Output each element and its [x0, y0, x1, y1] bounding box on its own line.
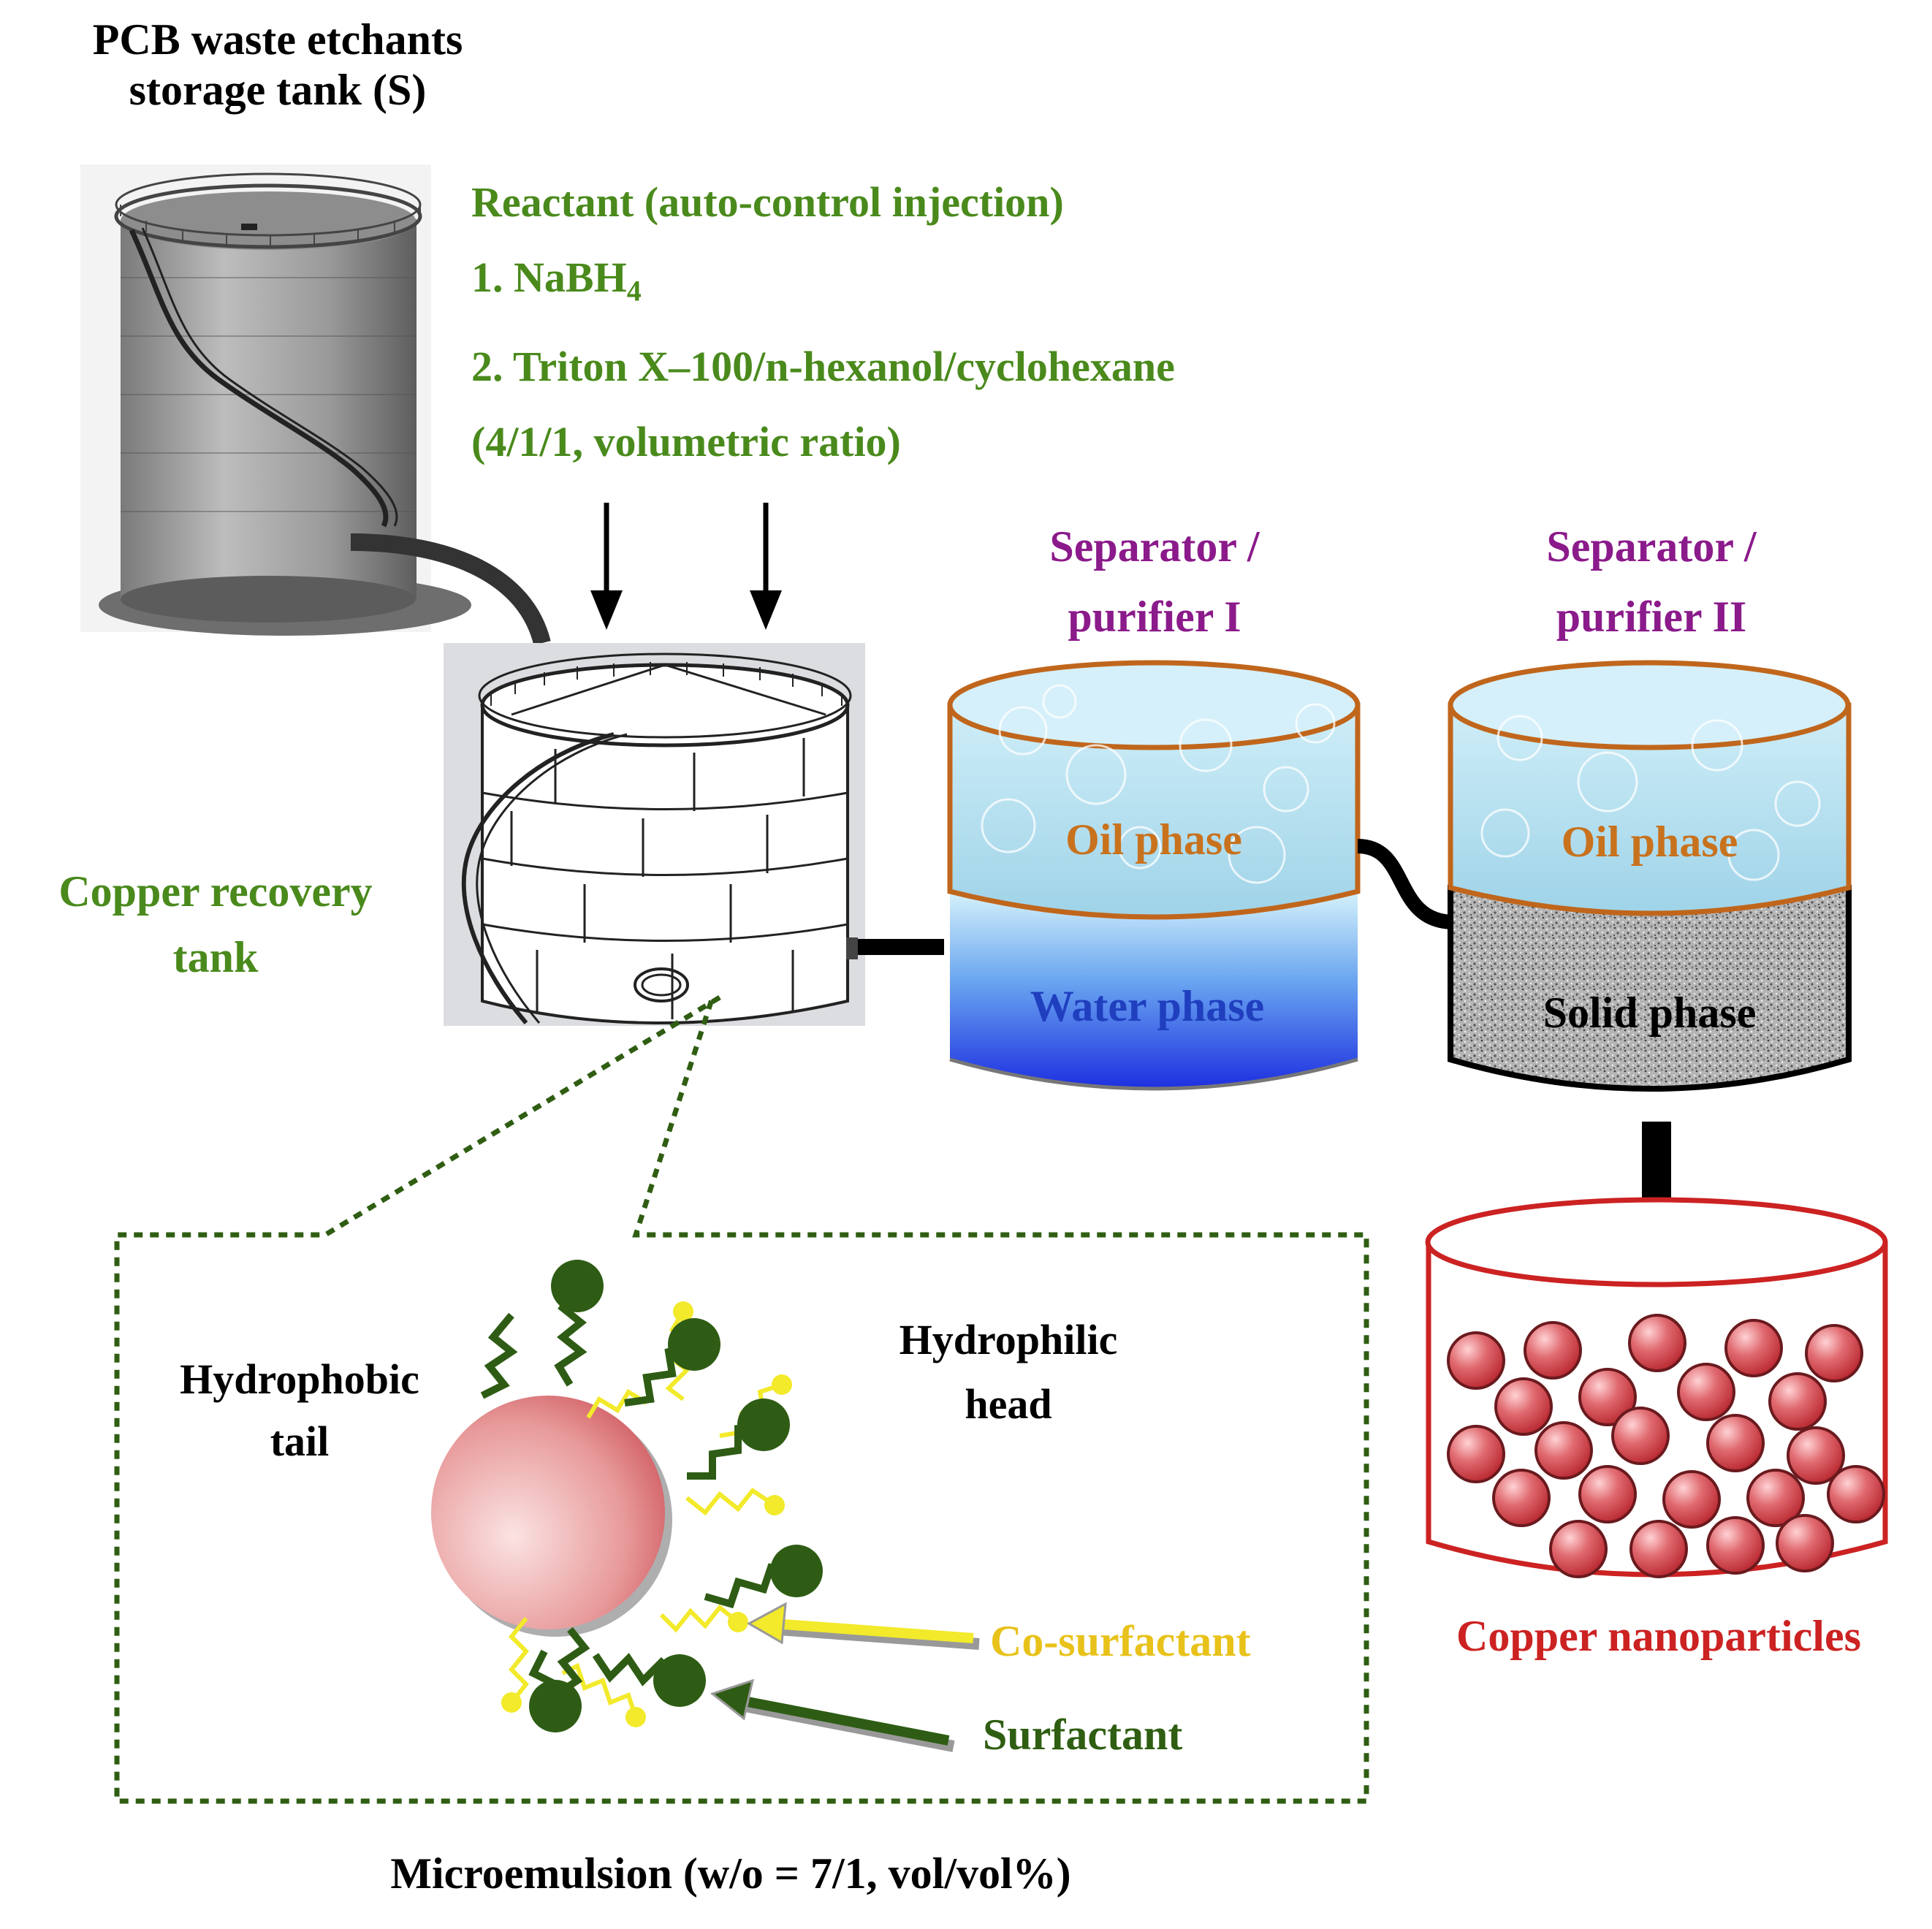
- copper-recovery-tank-label-line1: Copper recovery: [58, 867, 373, 916]
- reactant-item-2: 2. Triton X–100/n-hexanol/cyclohexane: [471, 342, 1175, 390]
- separator-2-oil-phase-label: Oil phase: [1561, 818, 1738, 866]
- storage-tank-label-line2: storage tank (S): [129, 66, 427, 114]
- copper-nanoparticle: [1447, 1425, 1505, 1483]
- reactant-item-1: 1. NaBH4: [471, 240, 1175, 329]
- hydrophobic-tail-label: Hydrophobic tail: [132, 1348, 468, 1472]
- microemulsion-caption: Microemulsion (w/o = 7/1, vol/vol%): [390, 1849, 1071, 1898]
- copper-recovery-tank-label: Copper recovery tank: [0, 859, 431, 990]
- copper-nanoparticle: [1706, 1516, 1765, 1575]
- reactant-injection-arrows: [590, 503, 782, 630]
- separator-2-label: Separator / purifier II: [1469, 511, 1834, 652]
- copper-nanoparticle: [1662, 1470, 1721, 1529]
- separator-1-illustration: [947, 660, 1361, 1091]
- hydrophilic-head-label: Hydrophilic head: [833, 1308, 1184, 1437]
- copper-nanoparticle: [1724, 1319, 1783, 1377]
- nanoparticle-layer: [1447, 1314, 1885, 1578]
- storage-tank-label-line1: PCB waste etchants: [92, 15, 463, 64]
- micelle-illustration: [431, 1260, 823, 1732]
- copper-recovery-tank-label-line2: tank: [172, 933, 259, 981]
- reactant-item-1-subscript: 4: [626, 274, 642, 308]
- storage-tank-label: PCB waste etchants storage tank (S): [29, 15, 526, 115]
- copper-nanoparticle: [1805, 1324, 1863, 1382]
- copper-nanoparticle: [1787, 1426, 1845, 1485]
- surfactant-label: Surfactant: [983, 1711, 1183, 1759]
- hydrophobic-tail-label-line1: Hydrophobic: [180, 1355, 419, 1403]
- copper-nanoparticle: [1492, 1469, 1551, 1527]
- copper-nanoparticle: [1524, 1321, 1582, 1380]
- separator-2-illustration: [1448, 660, 1852, 1092]
- hydrophilic-head-label-line2: head: [965, 1380, 1052, 1428]
- hydrophilic-head-label-line1: Hydrophilic: [899, 1316, 1118, 1363]
- hydrophobic-tail-label-line2: tail: [270, 1418, 330, 1465]
- separator-1-label: Separator / purifier I: [972, 511, 1337, 652]
- reactant-item-1-prefix: 1. NaBH: [471, 254, 627, 301]
- copper-nanoparticle: [1776, 1514, 1834, 1572]
- copper-nanoparticle: [1628, 1314, 1686, 1372]
- separator-1-oil-phase-label: Oil phase: [1065, 815, 1242, 864]
- separator-1-label-line1: Separator /: [1049, 522, 1260, 571]
- storage-tank-illustration: [80, 164, 471, 636]
- copper-nanoparticle: [1611, 1407, 1670, 1465]
- separator-1-water-phase-label: Water phase: [1030, 982, 1265, 1030]
- copper-nanoparticle: [1447, 1331, 1505, 1390]
- copper-nanoparticle: [1534, 1421, 1593, 1480]
- copper-recovery-tank-illustration: [444, 643, 865, 1026]
- copper-nanoparticle: [1578, 1465, 1637, 1523]
- pipe-separator1-to-separator2: [1357, 839, 1455, 929]
- copper-nanoparticle: [1768, 1372, 1827, 1431]
- copper-nanoparticles-label: Copper nanoparticles: [1456, 1612, 1861, 1660]
- separator-2-solid-phase-label: Solid phase: [1543, 989, 1757, 1037]
- co-surfactant-label: Co-surfactant: [990, 1617, 1251, 1665]
- copper-nanoparticle: [1629, 1520, 1688, 1578]
- copper-nanoparticle: [1549, 1520, 1608, 1578]
- surfactant-pointer-arrow: [710, 1678, 955, 1752]
- copper-nanoparticle: [1578, 1368, 1637, 1426]
- separator-2-label-line1: Separator /: [1546, 522, 1757, 571]
- copper-nanoparticle: [1706, 1414, 1765, 1472]
- pipe-storage-to-recovery: [350, 533, 551, 646]
- copper-nanoparticle: [1677, 1363, 1735, 1421]
- separator-2-label-line2: purifier II: [1556, 593, 1747, 641]
- co-surfactant-pointer-arrow: [746, 1602, 980, 1650]
- reactant-title: Reactant (auto-control injection): [471, 178, 1064, 226]
- copper-nanoparticle: [1494, 1377, 1553, 1436]
- reactant-item-2-ratio: (4/1/1, volumetric ratio): [471, 417, 901, 465]
- separator-1-label-line2: purifier I: [1068, 593, 1241, 641]
- copper-nanoparticle: [1827, 1465, 1885, 1523]
- copper-nanoparticle: [1746, 1469, 1805, 1527]
- reactant-label: Reactant (auto-control injection) 1. NaB…: [471, 164, 1175, 479]
